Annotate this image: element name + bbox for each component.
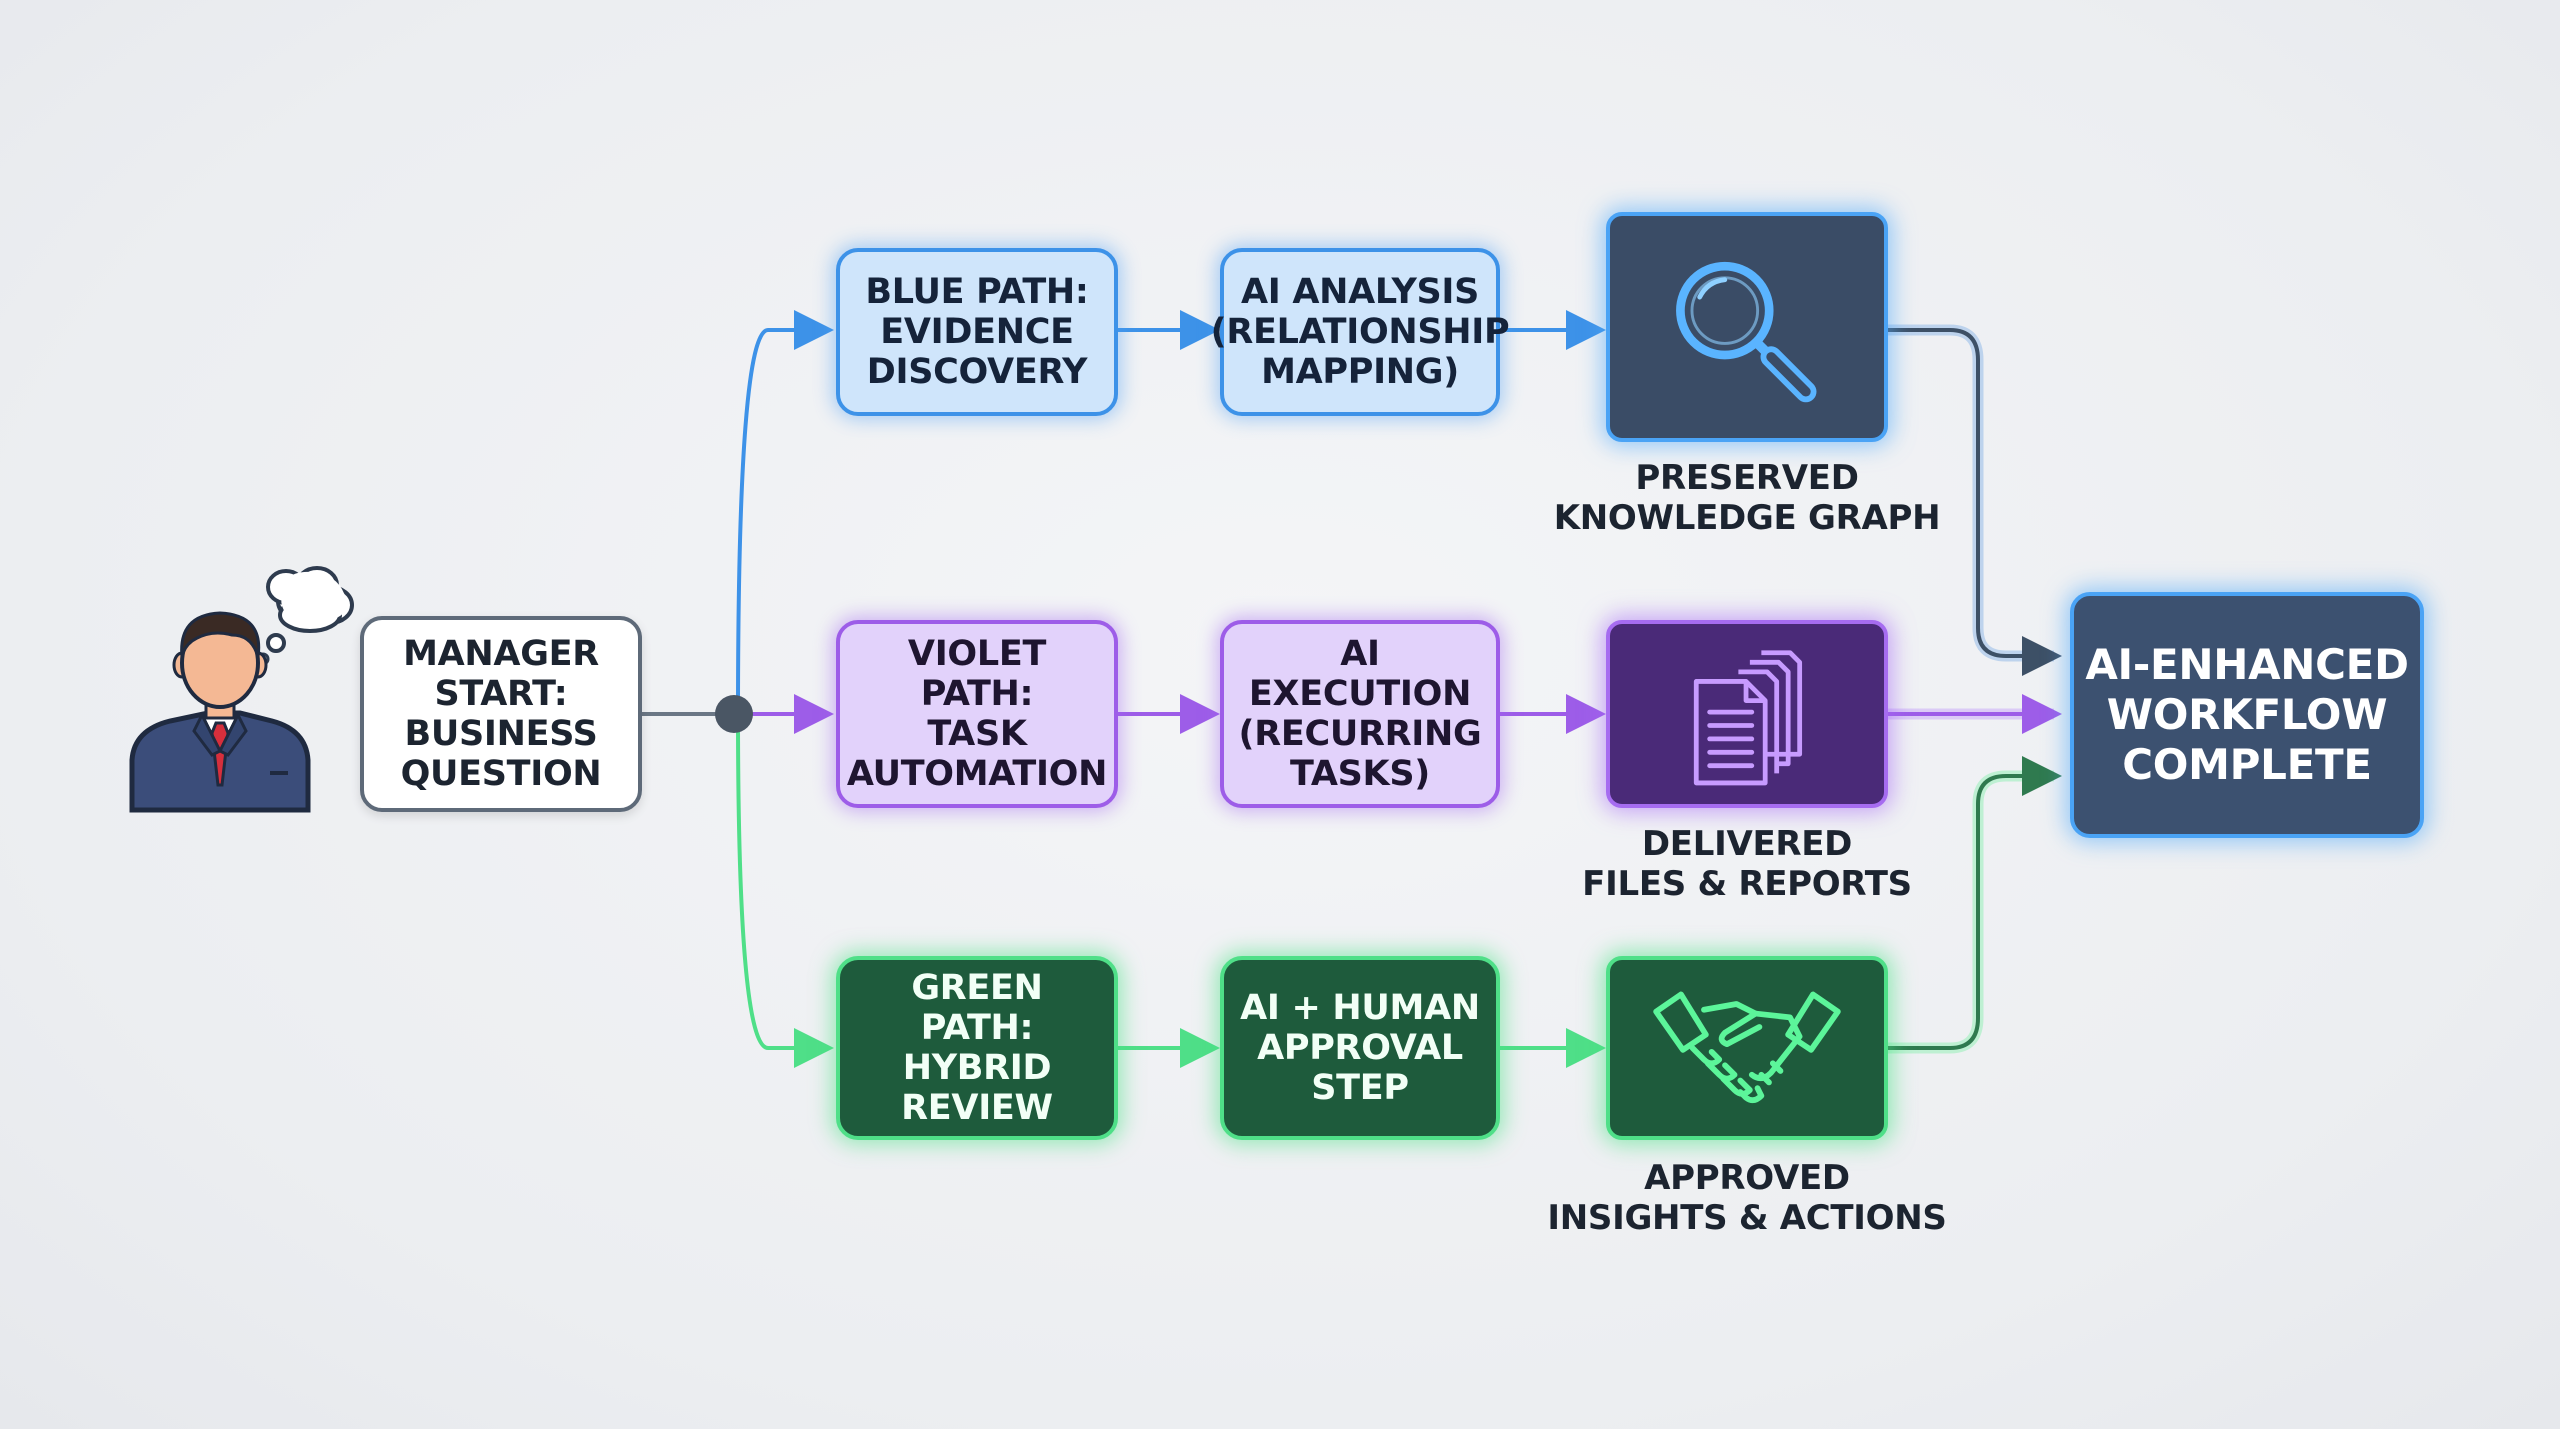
manager-start-node: MANAGER START: BUSINESS QUESTION [360, 616, 642, 812]
blue-output-node [1606, 212, 1888, 442]
hub-to-green-connector [734, 712, 834, 1068]
handshake-icon [1653, 991, 1841, 1104]
violet-ai-execution-node: AI EXECUTION (RECURRING TASKS) [1220, 620, 1500, 808]
blue-path-node: BLUE PATH: EVIDENCE DISCOVERY [836, 248, 1118, 416]
green-ai-label: AI + HUMAN APPROVAL STEP [1240, 988, 1480, 1108]
green-output-to-final-connector [1888, 770, 2054, 1054]
final-node-label: AI-ENHANCED WORKFLOW COMPLETE [2085, 640, 2409, 789]
magnifying-glass-icon [1676, 261, 1817, 403]
blue-output-caption: PRESERVED KNOWLEDGE GRAPH [1553, 458, 1941, 538]
green-path-label: GREEN PATH: HYBRID REVIEW [901, 968, 1053, 1128]
green-output-node [1606, 956, 1888, 1140]
violet-path-node: VIOLET PATH: TASK AUTOMATION [836, 620, 1118, 808]
start-node-label: MANAGER START: BUSINESS QUESTION [400, 634, 602, 794]
violet-output-node [1606, 620, 1888, 808]
blue-path-label: BLUE PATH: EVIDENCE DISCOVERY [865, 272, 1089, 392]
violet-ai-label: AI EXECUTION (RECURRING TASKS) [1238, 634, 1482, 794]
hub-to-blue-connector [734, 310, 834, 716]
green-ai-human-node: AI + HUMAN APPROVAL STEP [1220, 956, 1500, 1140]
blue-ai-analysis-node: AI ANALYSIS (RELATIONSHIP MAPPING) [1211, 248, 1510, 416]
blue-ai-label: AI ANALYSIS (RELATIONSHIP MAPPING) [1210, 272, 1510, 392]
workflow-complete-node: AI-ENHANCED WORKFLOW COMPLETE [2070, 592, 2424, 838]
manager-thinking-icon [120, 555, 360, 820]
green-path-node: GREEN PATH: HYBRID REVIEW [836, 956, 1118, 1140]
branch-hub [715, 695, 753, 733]
violet-output-caption: DELIVERED FILES & REPORTS [1582, 824, 1912, 904]
documents-icon [1693, 650, 1803, 786]
green-output-caption: APPROVED INSIGHTS & ACTIONS [1547, 1158, 1947, 1238]
violet-path-label: VIOLET PATH: TASK AUTOMATION [846, 634, 1108, 794]
